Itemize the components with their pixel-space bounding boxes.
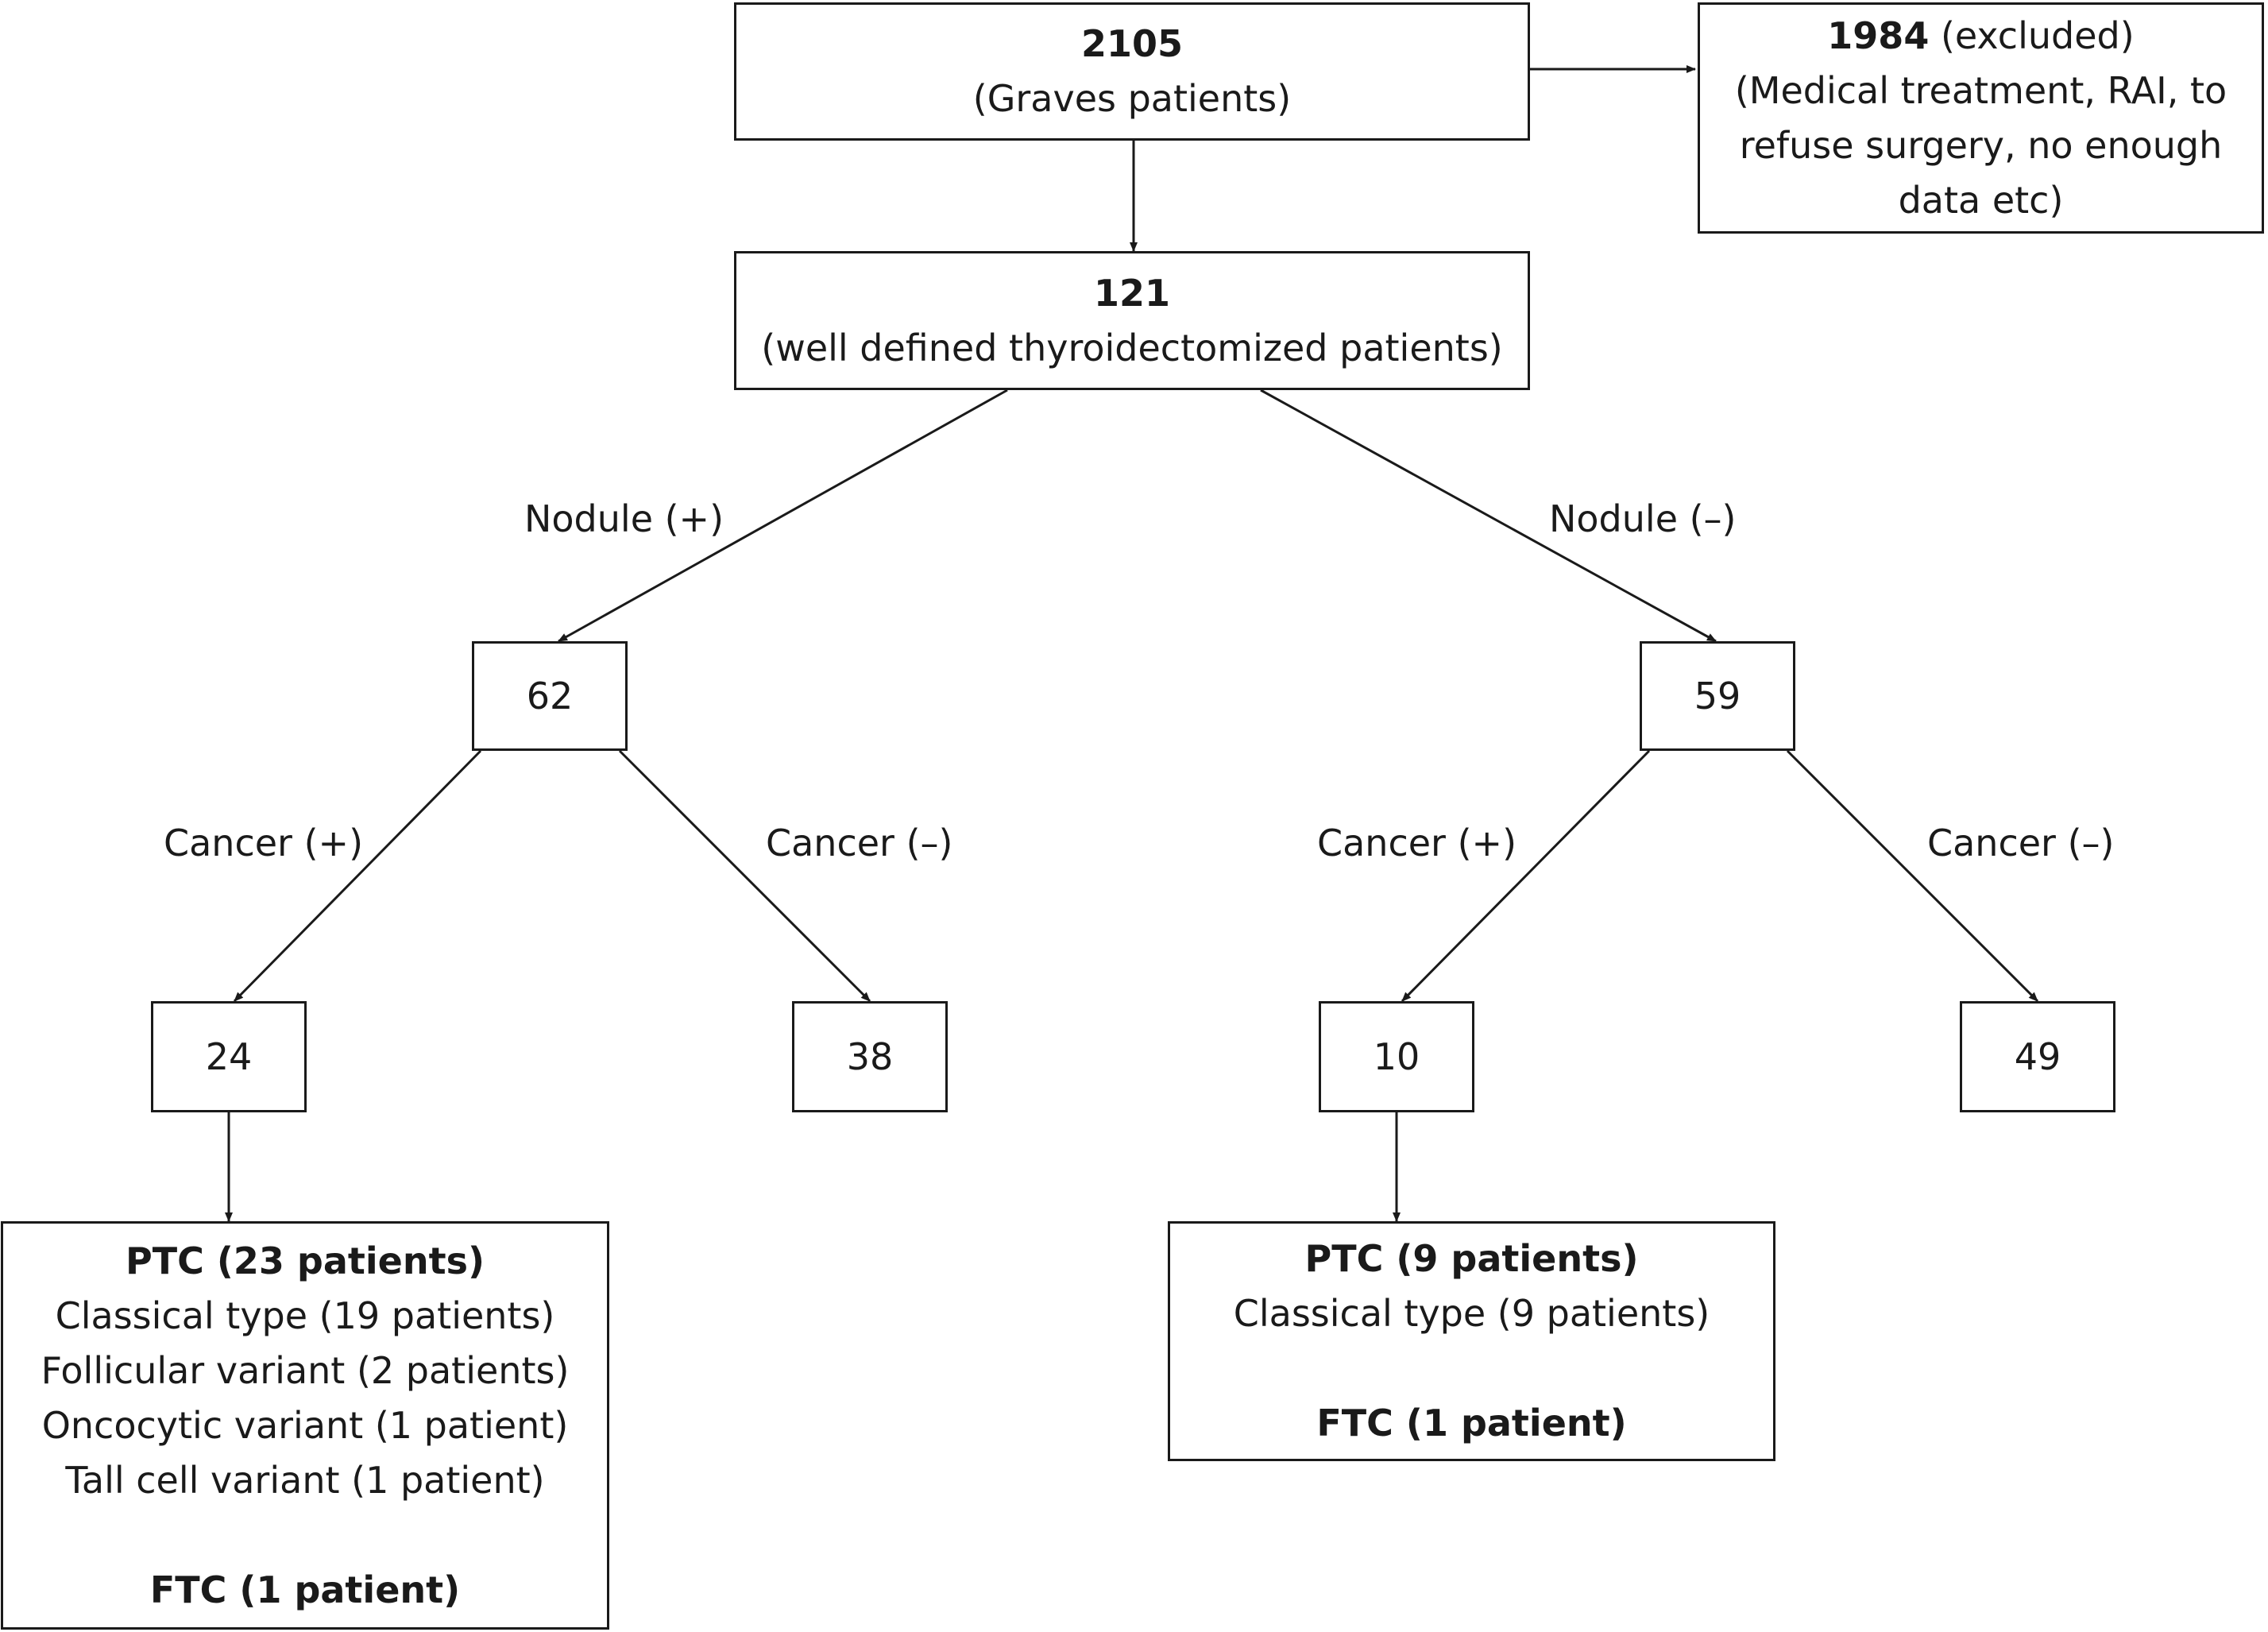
box-graves-patients: 2105 (Graves patients): [734, 2, 1530, 141]
box-thyroidectomized: 121 (well defined thyroidectomized patie…: [734, 251, 1530, 390]
box-nodule-negative: 59: [1640, 641, 1795, 751]
thyroidectomized-count: 121: [1093, 271, 1171, 315]
label-cancer-negative-right: Cancer (–): [1927, 822, 2115, 864]
arrow-62-to-38: [618, 749, 871, 1003]
label-cancer-positive-right: Cancer (+): [1317, 822, 1517, 864]
excluded-reason-line-1: (Medical treatment, RAI, to: [1734, 68, 2227, 112]
nodule-neg-ftc-heading: FTC (1 patient): [1316, 1402, 1627, 1444]
box-nodule-pos-cancer-pos: 24: [151, 1001, 307, 1112]
nodule-pos-ptc-line-2: Follicular variant (2 patients): [41, 1348, 570, 1392]
nodule-pos-ftc-heading: FTC (1 patient): [149, 1568, 461, 1611]
nodule-negative-count: 59: [1694, 674, 1741, 717]
nodule-positive-count: 62: [526, 674, 574, 717]
label-cancer-negative-left: Cancer (–): [766, 822, 953, 864]
nodule-pos-ptc-line-3: Oncocytic variant (1 patient): [41, 1403, 569, 1447]
arrow-59-to-10: [1401, 749, 1651, 1003]
arrow-included-to-nodule-neg: [1260, 389, 1717, 643]
box-nodule-pos-cancer-neg: 38: [792, 1001, 948, 1112]
nodule-pos-cancer-pos-count: 24: [205, 1035, 253, 1078]
arrow-62-to-24: [233, 749, 482, 1003]
nodule-pos-ptc-line-1: Classical type (19 patients): [55, 1294, 555, 1337]
box-nodule-neg-cancer-neg: 49: [1960, 1001, 2115, 1112]
box-excluded: 1984 (excluded) (Medical treatment, RAI,…: [1698, 2, 2264, 234]
excluded-reason-line-2: refuse surgery, no enough: [1739, 123, 2223, 167]
excluded-reason-line-3: data etc): [1898, 178, 2064, 222]
nodule-neg-ptc-heading: PTC (9 patients): [1304, 1237, 1639, 1280]
nodule-pos-cancer-neg-count: 38: [846, 1035, 894, 1078]
thyroidectomized-caption: (well defined thyroidectomized patients): [761, 326, 1503, 369]
label-nodule-negative: Nodule (–): [1549, 497, 1737, 540]
box-nodule-neg-outcome: PTC (9 patients) Classical type (9 patie…: [1168, 1221, 1775, 1461]
arrow-included-to-nodule-pos: [558, 389, 1008, 643]
nodule-pos-ptc-heading: PTC (23 patients): [126, 1239, 485, 1282]
nodule-neg-ptc-line-1: Classical type (9 patients): [1233, 1292, 1710, 1335]
arrow-59-to-49: [1786, 749, 2039, 1003]
label-cancer-positive-left: Cancer (+): [164, 822, 364, 864]
graves-count: 2105: [1080, 22, 1184, 65]
box-nodule-pos-outcome: PTC (23 patients) Classical type (19 pat…: [1, 1221, 609, 1630]
label-nodule-positive: Nodule (+): [524, 497, 724, 540]
box-nodule-positive: 62: [472, 641, 628, 751]
nodule-pos-ptc-line-4: Tall cell variant (1 patient): [65, 1458, 545, 1502]
excluded-count: 1984: [1827, 14, 1930, 57]
box-nodule-neg-cancer-pos: 10: [1319, 1001, 1474, 1112]
nodule-neg-cancer-pos-count: 10: [1373, 1035, 1420, 1078]
graves-caption: (Graves patients): [972, 77, 1292, 120]
nodule-neg-cancer-neg-count: 49: [2014, 1035, 2061, 1078]
excluded-suffix: (excluded): [1929, 14, 2135, 57]
